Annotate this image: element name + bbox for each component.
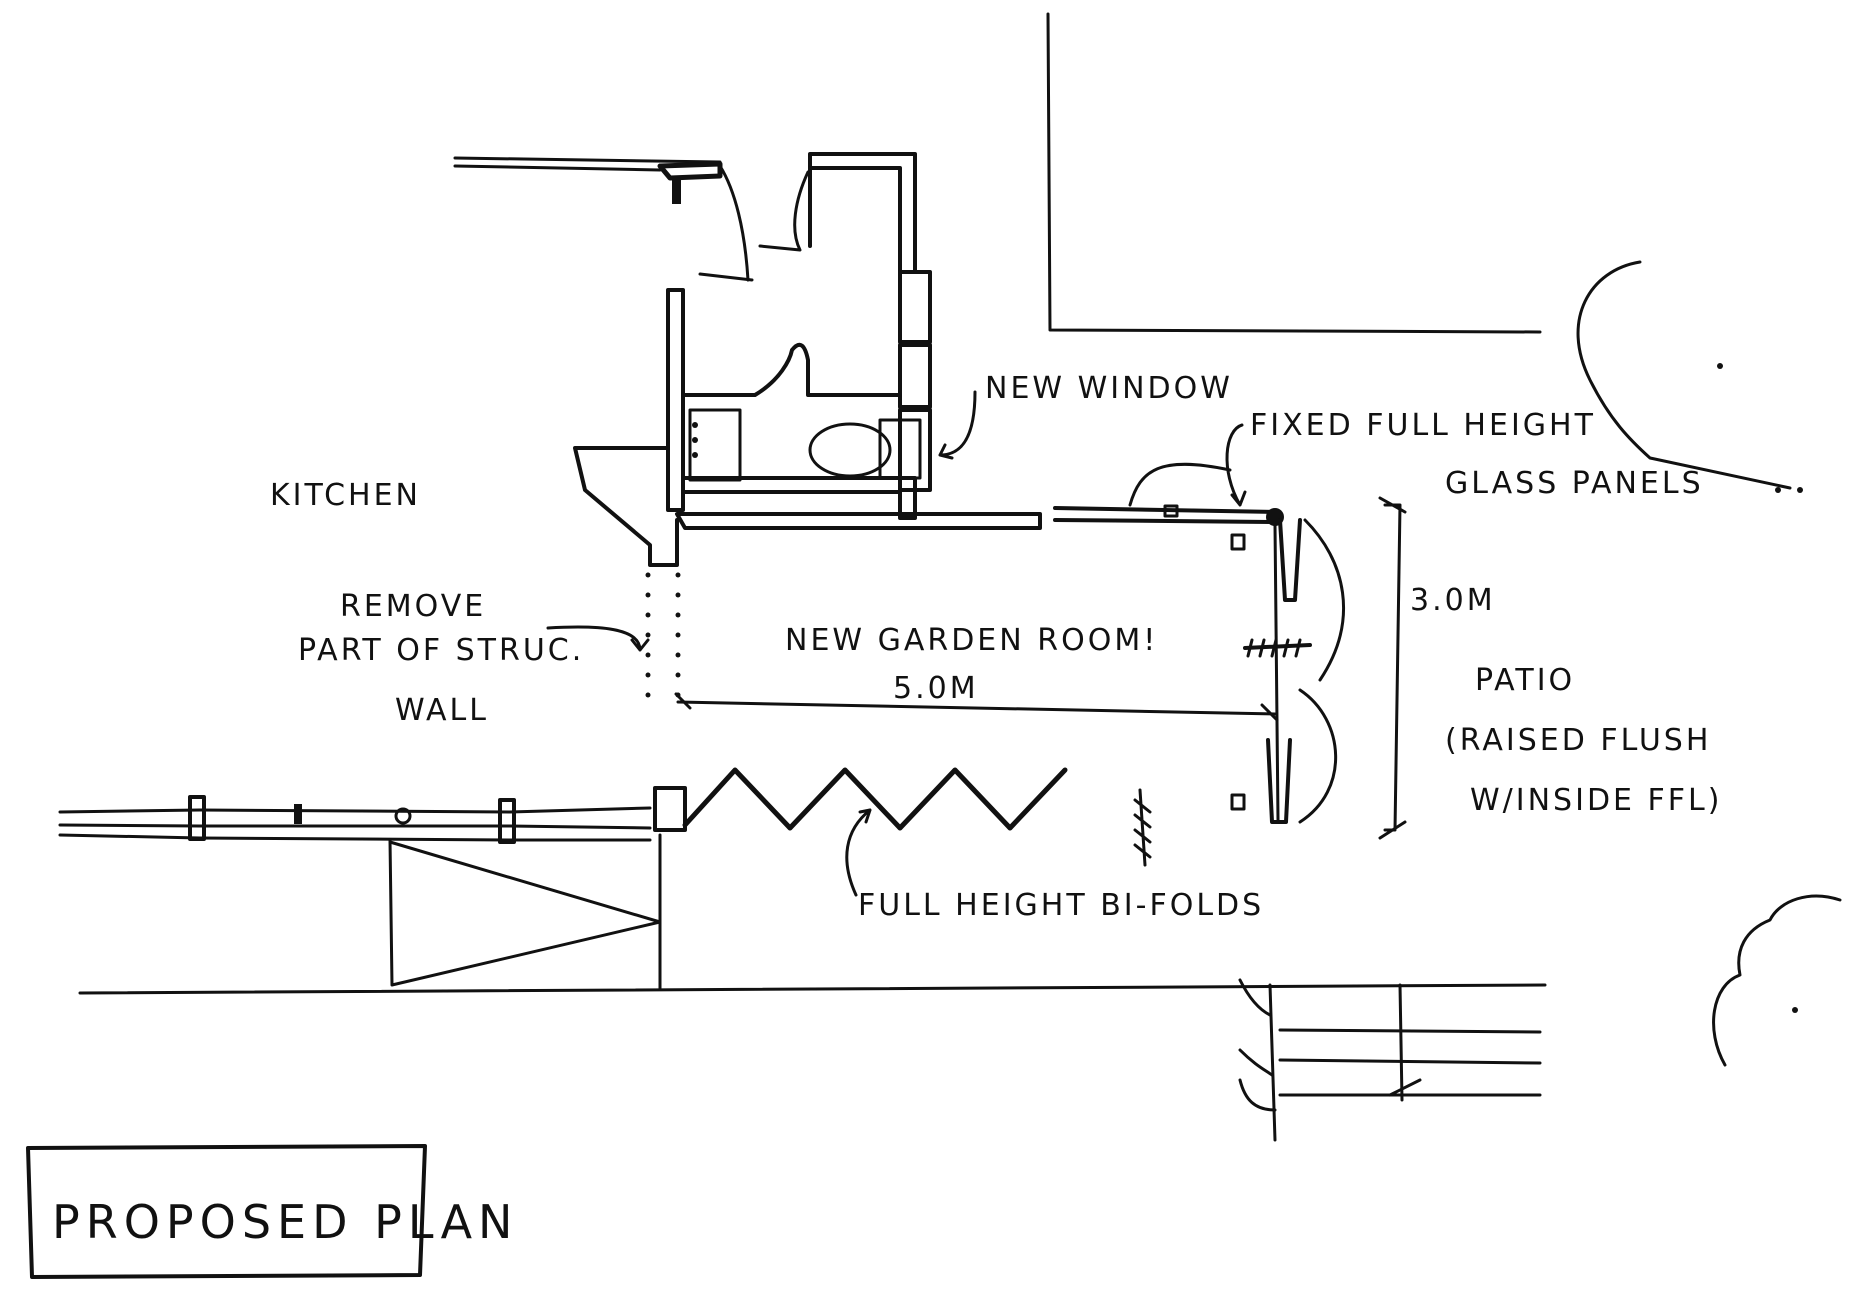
label-bifolds: FULL HEIGHT BI-FOLDS	[858, 888, 1264, 923]
label-patio-2: (RAISED FLUSH	[1445, 723, 1711, 758]
existing-walls	[453, 152, 932, 567]
label-remove-2: PART OF STRUC.	[298, 633, 584, 668]
removed-wall-dots	[645, 572, 681, 698]
lower-walls	[58, 795, 1547, 1142]
title-block: PROPOSED PLAN	[26, 1144, 518, 1279]
label-new-window: NEW WINDOW	[985, 371, 1233, 406]
label-kitchen: KITCHEN	[270, 478, 421, 513]
plan-title: PROPOSED PLAN	[52, 1195, 518, 1249]
tree-bottom-right	[1712, 894, 1842, 1067]
label-fixed-glass-2: GLASS PANELS	[1445, 466, 1704, 501]
bifold-doors	[682, 767, 1068, 831]
label-patio-3: W/INSIDE FFL)	[1470, 783, 1722, 818]
annotations: KITCHEN NEW WINDOW FIXED FULL HEIGHT GLA…	[270, 371, 1722, 923]
label-fixed-glass-1: FIXED FULL HEIGHT	[1250, 408, 1596, 443]
tree-top-right	[1576, 260, 1803, 493]
label-room-length: 5.0M	[893, 671, 979, 706]
boundary-line	[1046, 12, 1542, 334]
label-patio-1: PATIO	[1475, 663, 1575, 698]
label-remove-3: WALL	[395, 693, 489, 728]
garden-room	[645, 504, 1345, 867]
dimension-width	[1378, 496, 1407, 840]
label-garden-room: NEW GARDEN ROOM!	[785, 623, 1158, 658]
dimension-length	[674, 692, 1279, 722]
leader-arrows	[546, 390, 1247, 897]
label-remove-1: REMOVE	[340, 589, 486, 624]
label-room-width: 3.0M	[1410, 583, 1496, 618]
